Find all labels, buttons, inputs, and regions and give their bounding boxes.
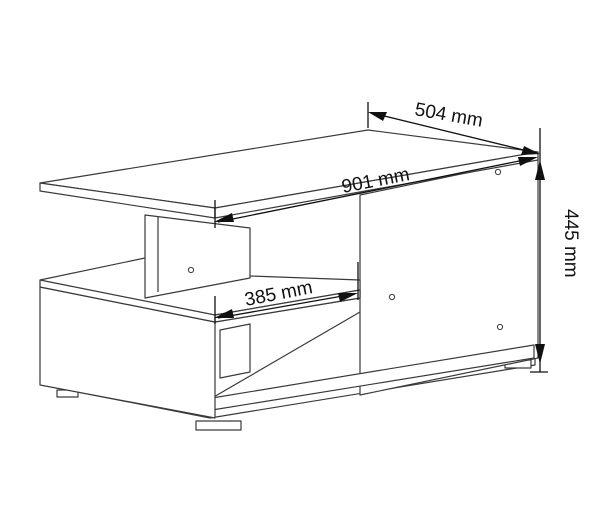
arrow-head [535, 160, 545, 180]
dowel-hole [388, 293, 396, 301]
dimension-depth [367, 102, 541, 160]
dowel-hole [494, 168, 502, 176]
dimension-height [530, 160, 548, 373]
inner-divider [219, 323, 251, 379]
arrow-head [338, 293, 358, 302]
arrow-head [535, 344, 545, 364]
label-height: 445 mm [560, 209, 581, 278]
arrow-head [368, 112, 387, 121]
arrow-head [518, 157, 538, 166]
arrow-head [214, 213, 234, 222]
dimension-width [214, 157, 538, 228]
lower-cabinet-edge [39, 279, 216, 316]
label-depth: 504 mm [413, 99, 484, 132]
dimension-shelf-width [214, 262, 359, 324]
foot-front [195, 420, 242, 431]
bottom-shelf-back-edge [211, 311, 361, 399]
arrow-head [214, 309, 234, 318]
arrow-head [521, 146, 540, 155]
dowel-hole [187, 266, 195, 274]
dowel-hole [496, 323, 504, 331]
